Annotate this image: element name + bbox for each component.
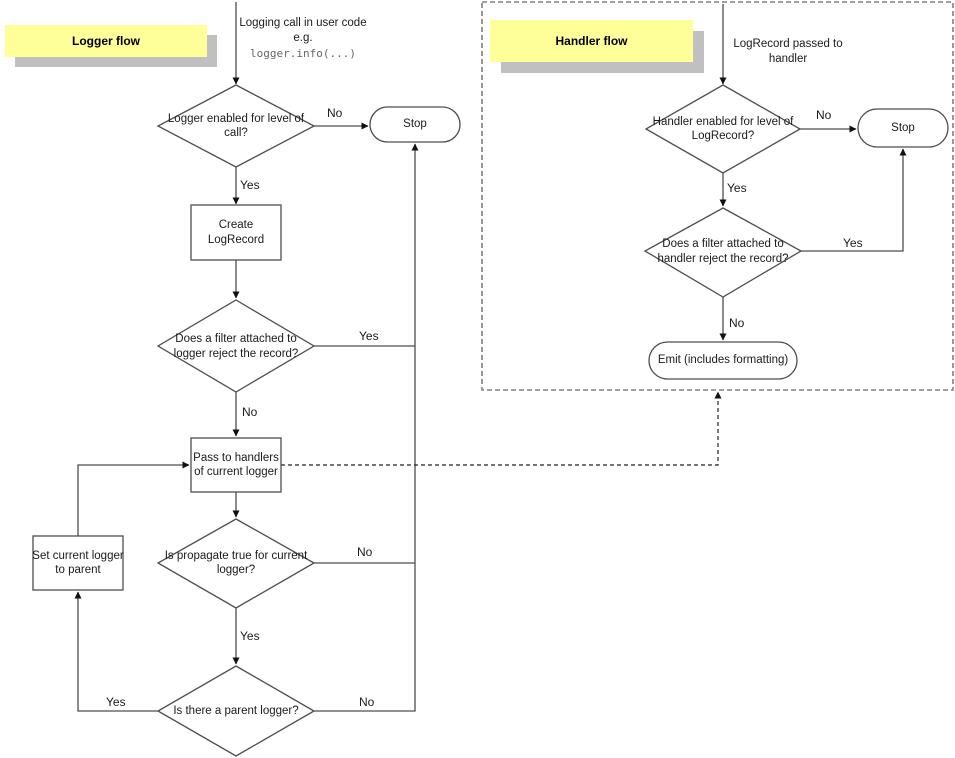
terminator-stop-handler <box>857 108 949 148</box>
edge-parent-yes-to-setcurrent <box>74 591 158 712</box>
process-create-logrecord <box>190 204 282 261</box>
decision-propagate-label: Is propagate true for current logger? <box>164 549 308 577</box>
handler-entry-caption: LogRecord passed to handler <box>727 37 849 67</box>
decision-parent-logger-label: Is there a parent logger? <box>173 704 299 717</box>
handler-flow-dashed-border <box>481 1 954 391</box>
edge-parent-no-up-to-stop <box>314 143 419 712</box>
process-pass-to-handlers <box>190 437 282 493</box>
decision-handler-enabled <box>644 84 802 174</box>
decision-logger-filter <box>156 299 316 393</box>
logger-entry-caption-eg: e.g. <box>293 32 313 44</box>
terminator-emit-label: Emit (includes formatting) <box>657 354 789 367</box>
terminator-stop-handler-label: Stop <box>891 121 915 134</box>
edge-setcurrent-to-pass <box>77 461 190 536</box>
edge-label-filter-yes: Yes <box>359 329 379 343</box>
logger-entry-caption-text: Logging call in user code <box>239 17 367 29</box>
decision-logger-enabled-label: Logger enabled for level of call? <box>167 112 305 140</box>
edge-label-enabled-yes: Yes <box>240 178 260 192</box>
edge-label-parent-no: No <box>359 695 375 709</box>
edge-label-handler-filter-no: No <box>729 316 745 330</box>
decision-handler-filter-label: Does a filter attached to handler reject… <box>657 238 789 265</box>
edge-label-handler-enabled-no: No <box>816 108 832 122</box>
edge-label-propagate-no: No <box>357 545 373 559</box>
decision-logger-filter-label: Does a filter attached to logger reject … <box>173 333 299 360</box>
decision-logger-enabled <box>156 84 316 168</box>
logger-entry-caption-code: logger.info(...) <box>250 47 356 60</box>
decision-handler-enabled-label: Handler enabled for level of LogRecord? <box>652 115 794 143</box>
edge-label-enabled-no: No <box>327 106 343 120</box>
handler-flow-title: Handler flow <box>555 34 628 48</box>
logger-entry-caption: Logging call in user code e.g. logger.in… <box>238 16 368 61</box>
process-set-current-logger-label: Set current logger to parent <box>32 549 124 577</box>
process-set-current-logger <box>32 535 124 591</box>
terminator-stop-logger <box>369 106 461 143</box>
decision-parent-logger <box>156 665 316 757</box>
terminator-emit <box>648 341 798 380</box>
edge-label-handler-enabled-yes: Yes <box>727 181 747 195</box>
handler-entry-caption-text: LogRecord passed to handler <box>733 38 843 65</box>
edge-label-parent-yes: Yes <box>106 695 126 709</box>
process-create-logrecord-label: Create LogRecord <box>207 219 265 246</box>
edge-handler-filter-yes-to-stop <box>801 148 907 252</box>
edge-label-handler-filter-yes: Yes <box>843 236 863 250</box>
process-pass-to-handlers-label: Pass to handlers of current logger <box>193 451 279 479</box>
handler-flow-title-sticky: Handler flow <box>490 20 693 62</box>
edge-label-propagate-yes: Yes <box>240 629 260 643</box>
terminator-stop-logger-label: Stop <box>403 118 427 131</box>
edge-label-filter-no: No <box>242 405 258 419</box>
edge-pass-to-handler-flow-dashed <box>281 391 722 466</box>
logger-flow-title: Logger flow <box>72 34 140 48</box>
decision-propagate <box>156 518 316 609</box>
decision-handler-filter <box>643 207 803 298</box>
logger-flow-title-sticky: Logger flow <box>5 25 207 57</box>
